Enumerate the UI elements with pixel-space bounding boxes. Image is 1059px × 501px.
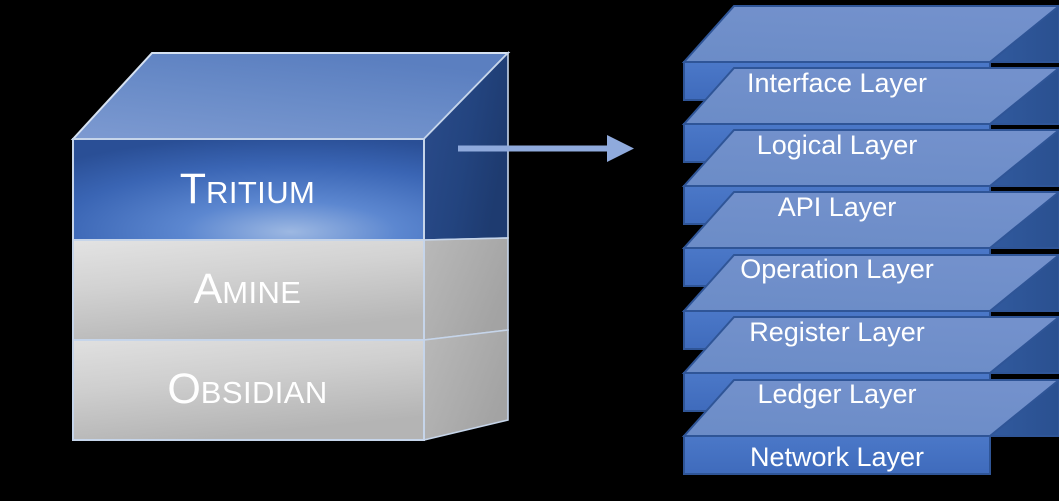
slab-side-face (987, 66, 1059, 125)
arrow-shaft (458, 145, 613, 152)
cube-front-face-tritium[interactable] (72, 138, 425, 241)
slab-side-face (987, 190, 1059, 249)
arrow-head (607, 135, 634, 162)
cube-svg (70, 51, 511, 442)
arrow-right-icon (458, 135, 634, 162)
cube-side-face-obsidian (423, 329, 509, 442)
cube-side-face-amine (423, 237, 509, 341)
layer-stack-svg (681, 4, 1059, 475)
three-tier-stack-cube[interactable]: TRITIUM AMINE OBSIDIAN (0, 0, 530, 460)
slab-side-face (987, 253, 1059, 312)
layer-slab-network[interactable] (681, 378, 1059, 475)
cube-front-face-obsidian[interactable] (72, 339, 425, 441)
cube-front-face-amine[interactable] (72, 239, 425, 341)
slab-side-face (987, 315, 1059, 374)
slab-side-face (987, 4, 1059, 63)
slab-side-face (987, 128, 1059, 187)
tritium-layer-stack[interactable]: Interface Layer Logical Layer API Layer … (672, 0, 1059, 501)
arrow-right (452, 128, 642, 170)
slab-front-face (683, 435, 991, 475)
slab-side-face (987, 378, 1059, 437)
